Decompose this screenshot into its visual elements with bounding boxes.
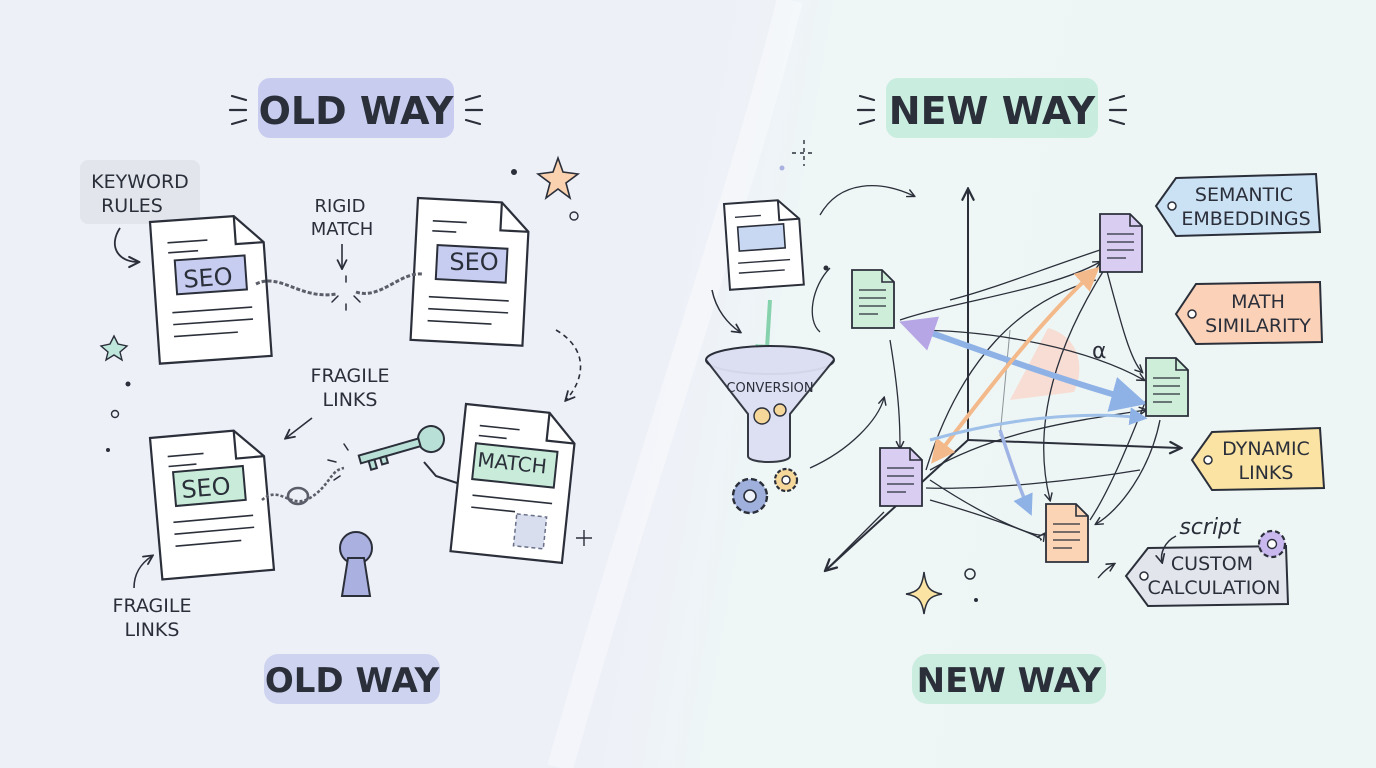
- circle-icon: [569, 211, 579, 221]
- document-icon-seo-2: [409, 196, 530, 347]
- old-way-title-badge: OLD WAY: [228, 78, 484, 138]
- keyword-rules-line-1: KEYWORD: [91, 171, 189, 193]
- dot-icon: [779, 165, 785, 171]
- star-icon-yellow: [905, 571, 943, 615]
- plus-sparkle-icon: [576, 530, 592, 546]
- custom-calculation-tag: CUSTOM CALCULATION script: [1097, 515, 1290, 608]
- math-tag-line-1: MATH: [1231, 291, 1285, 313]
- semantic-tag-line-2: EMBEDDINGS: [1181, 208, 1310, 230]
- sparkle-lines-icon: [228, 94, 484, 126]
- document-icon-purple-1: [1099, 213, 1143, 273]
- old-way-footer: OLD WAY: [265, 661, 440, 701]
- new-way-section: NEW WAY α: [705, 78, 1326, 704]
- new-way-title-badge: NEW WAY: [856, 78, 1128, 138]
- dynamic-tag-line-2: LINKS: [1239, 462, 1294, 484]
- dot-icon: [106, 448, 110, 452]
- key-spark-icon: [327, 443, 349, 481]
- fragile-links-mid-line-1: FRAGILE: [311, 365, 390, 387]
- document-icon-match: [449, 402, 576, 565]
- math-tag-line-2: SIMILARITY: [1205, 315, 1311, 337]
- circle-icon: [964, 568, 976, 580]
- math-similarity-tag: MATH SIMILARITY: [1174, 280, 1324, 346]
- custom-tag-line-2: CALCULATION: [1148, 577, 1281, 599]
- funnel-label: CONVERSION: [726, 381, 813, 396]
- keyhole-icon: [339, 531, 373, 597]
- chain-link-icon: [261, 466, 345, 506]
- dot-icon: [125, 381, 131, 387]
- vector-arrow-orange: [931, 266, 1100, 464]
- conversion-funnel-icon: CONVERSION: [705, 345, 835, 463]
- dot-icon: [511, 169, 517, 175]
- custom-tag-line-1: CUSTOM: [1171, 553, 1253, 575]
- plus-sparkle-icon: [792, 140, 816, 166]
- document-icon-purple-2: [879, 447, 923, 507]
- gears-icon: [731, 467, 799, 515]
- dot-icon: [823, 265, 829, 271]
- sparkle-lines-icon: [856, 94, 1128, 126]
- document-label-seo-1: SEO: [182, 262, 233, 293]
- circle-icon: [110, 409, 120, 419]
- document-icon-seo-3: [148, 429, 276, 581]
- new-way-title: NEW WAY: [889, 89, 1096, 133]
- old-way-section: OLD WAY KEYWORD RULES SEO: [80, 78, 592, 704]
- semantic-embeddings-tag: SEMANTIC EMBEDDINGS: [1154, 172, 1322, 238]
- document-label-seo-2: SEO: [449, 248, 498, 276]
- new-way-footer-badge: NEW WAY: [912, 654, 1106, 704]
- dynamic-tag-line-1: DYNAMIC: [1222, 438, 1310, 460]
- old-way-footer-badge: OLD WAY: [264, 654, 440, 704]
- fragile-links-mid-line-2: LINKS: [323, 389, 378, 411]
- semantic-tag-line-1: SEMANTIC: [1195, 184, 1293, 206]
- document-icon-orange: [1045, 503, 1089, 563]
- document-icon-seo-1: [148, 215, 273, 365]
- keyword-rules-tag: KEYWORD RULES: [80, 160, 200, 262]
- old-way-title: OLD WAY: [259, 89, 454, 133]
- document-label-seo-3: SEO: [180, 472, 232, 504]
- keyword-rules-line-2: RULES: [101, 195, 163, 217]
- fragile-links-bottom-line-2: LINKS: [125, 619, 180, 641]
- document-icon-green-2: [1145, 357, 1189, 417]
- script-label: script: [1179, 515, 1242, 540]
- fragile-links-bottom-line-1: FRAGILE: [113, 595, 192, 617]
- source-document-icon: [722, 199, 805, 291]
- rope-icon: [255, 272, 423, 297]
- rigid-match-line-2: MATCH: [311, 219, 374, 240]
- key-icon: [357, 425, 445, 471]
- dynamic-links-tag: DYNAMIC LINKS: [1190, 426, 1326, 492]
- vector-arrow-green: [929, 407, 1148, 442]
- dot-icon: [974, 598, 978, 602]
- vector-arrow-purple: [998, 429, 1033, 516]
- gear-icon: [1257, 529, 1287, 559]
- document-icon-green-1: [851, 269, 895, 329]
- star-icon-orange: [535, 155, 581, 201]
- new-way-footer: NEW WAY: [917, 661, 1102, 701]
- break-spark-icon: [331, 275, 361, 311]
- rigid-match-line-1: RIGID: [315, 196, 366, 217]
- star-icon-teal: [99, 334, 129, 362]
